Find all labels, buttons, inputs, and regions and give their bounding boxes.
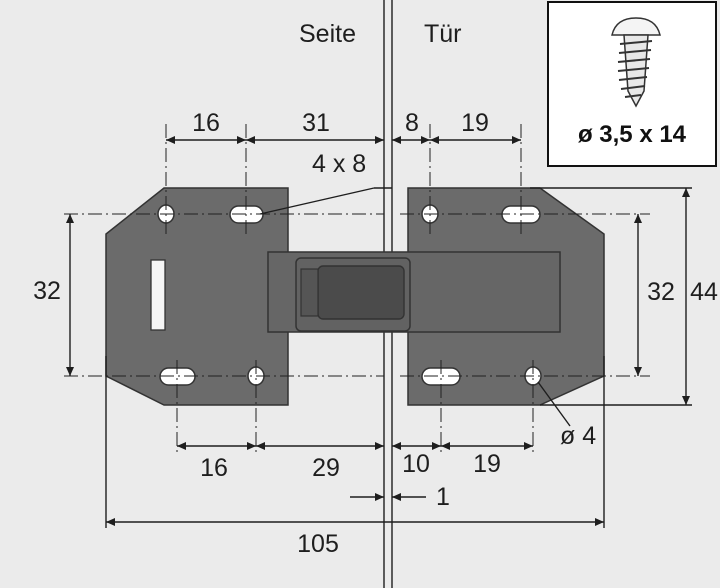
dimension-bottom-right-10: 10	[402, 450, 430, 478]
dimension-left-32: 32	[33, 277, 61, 305]
door-label: Tür	[424, 20, 462, 48]
dimension-top-right-19: 19	[461, 109, 489, 137]
dimension-lines	[66, 136, 692, 528]
screw-icon	[611, 17, 661, 108]
screw-size-label: ø 3,5 x 14	[578, 121, 687, 148]
dimension-right-44: 44	[690, 278, 718, 306]
dimension-top-right-8: 8	[405, 109, 419, 137]
slot-size-label: 4 x 8	[312, 150, 366, 178]
dimension-bottom-left-29: 29	[312, 454, 340, 482]
dimension-top-left-16: 16	[192, 109, 220, 137]
dimension-total-105: 105	[297, 530, 339, 558]
side-label: Seite	[299, 20, 356, 48]
side-mounting-plate	[105, 187, 289, 406]
slot-leader-line	[259, 187, 375, 215]
dimension-top-left-31: 31	[302, 109, 330, 137]
center-lines	[64, 124, 650, 455]
dimension-bottom-left-16: 16	[200, 454, 228, 482]
spring-slot	[150, 259, 166, 331]
hinge-mechanism	[267, 251, 561, 333]
drawing-labels: Seite Tür 4 x 8 ø 4 16 31 8 19 32 32 44 …	[33, 20, 718, 558]
dimension-right-32: 32	[647, 278, 675, 306]
hole-size-label: ø 4	[560, 422, 596, 450]
dimension-bottom-right-19: 19	[473, 450, 501, 478]
screw-spec-panel: ø 3,5 x 14	[547, 1, 717, 167]
hole-leader-line	[537, 381, 571, 427]
dimension-offset-1: 1	[436, 483, 450, 511]
